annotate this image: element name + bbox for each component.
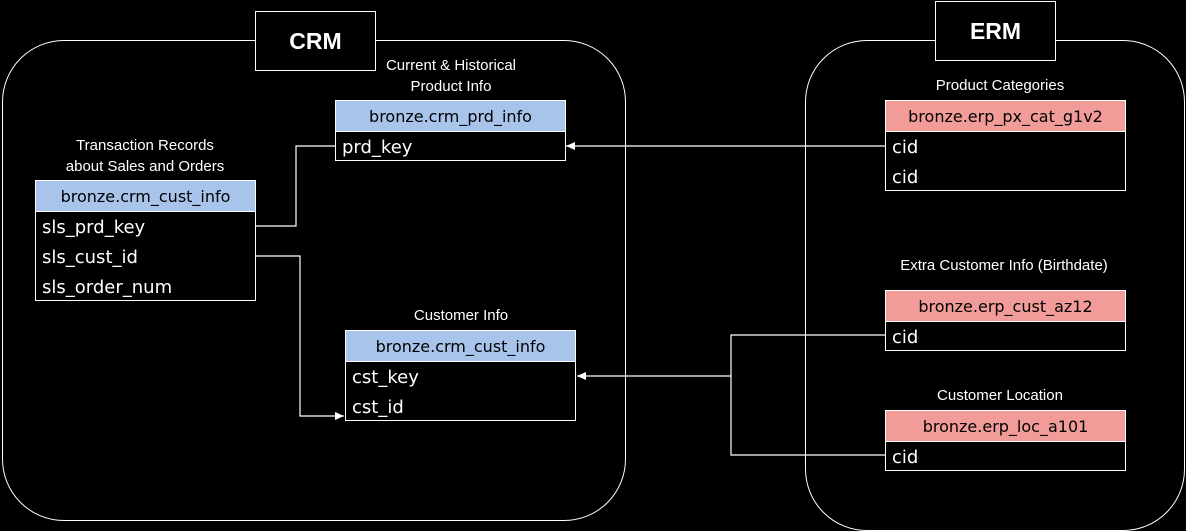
prd-info-caption: Current & Historical Product Info	[336, 55, 566, 97]
table-field: sls_cust_id	[42, 246, 138, 268]
px-cat-caption: Product Categories	[935, 77, 1065, 94]
erp-cust-az12-table: bronze.erp_cust_az12 cid	[885, 290, 1126, 351]
table-header: bronze.crm_cust_info	[36, 181, 255, 212]
cust-info-caption: Customer Info	[413, 307, 509, 324]
crm-prd-info-table: bronze.crm_prd_info prd_key	[335, 100, 566, 161]
sales-caption-line1: Transaction Records	[76, 137, 214, 154]
table-field: cid	[892, 136, 919, 158]
crm-group-title: CRM	[255, 11, 376, 71]
loc-caption: Customer Location	[937, 387, 1063, 404]
table-field: cst_key	[352, 366, 419, 388]
prd-info-caption-line2: Product Info	[410, 78, 492, 95]
cust-az12-caption: Extra Customer Info (Birthdate)	[900, 257, 1108, 274]
prd-info-caption-line1: Current & Historical	[385, 57, 517, 74]
table-field: sls_order_num	[42, 276, 173, 298]
table-field: cid	[892, 166, 919, 188]
table-header: bronze.erp_px_cat_g1v2	[886, 101, 1125, 132]
erp-px-cat-table: bronze.erp_px_cat_g1v2 cid cid	[885, 100, 1126, 191]
table-field: cid	[892, 446, 919, 468]
crm-sales-table: bronze.crm_cust_info sls_prd_key sls_cus…	[35, 180, 256, 301]
table-header: bronze.crm_prd_info	[336, 101, 565, 132]
table-header: bronze.erp_loc_a101	[886, 411, 1125, 442]
sales-caption-line2: about Sales and Orders	[65, 158, 225, 175]
sales-caption: Transaction Records about Sales and Orde…	[30, 135, 260, 177]
table-field: sls_prd_key	[42, 216, 146, 238]
table-field: cst_id	[352, 396, 404, 418]
table-field: cid	[892, 326, 919, 348]
erm-group-title: ERM	[935, 1, 1056, 61]
erp-loc-table: bronze.erp_loc_a101 cid	[885, 410, 1126, 471]
crm-cust-info-table: bronze.crm_cust_info cst_key cst_id	[345, 330, 576, 421]
table-header: bronze.erp_cust_az12	[886, 291, 1125, 322]
table-header: bronze.crm_cust_info	[346, 331, 575, 362]
table-field: prd_key	[342, 136, 413, 158]
